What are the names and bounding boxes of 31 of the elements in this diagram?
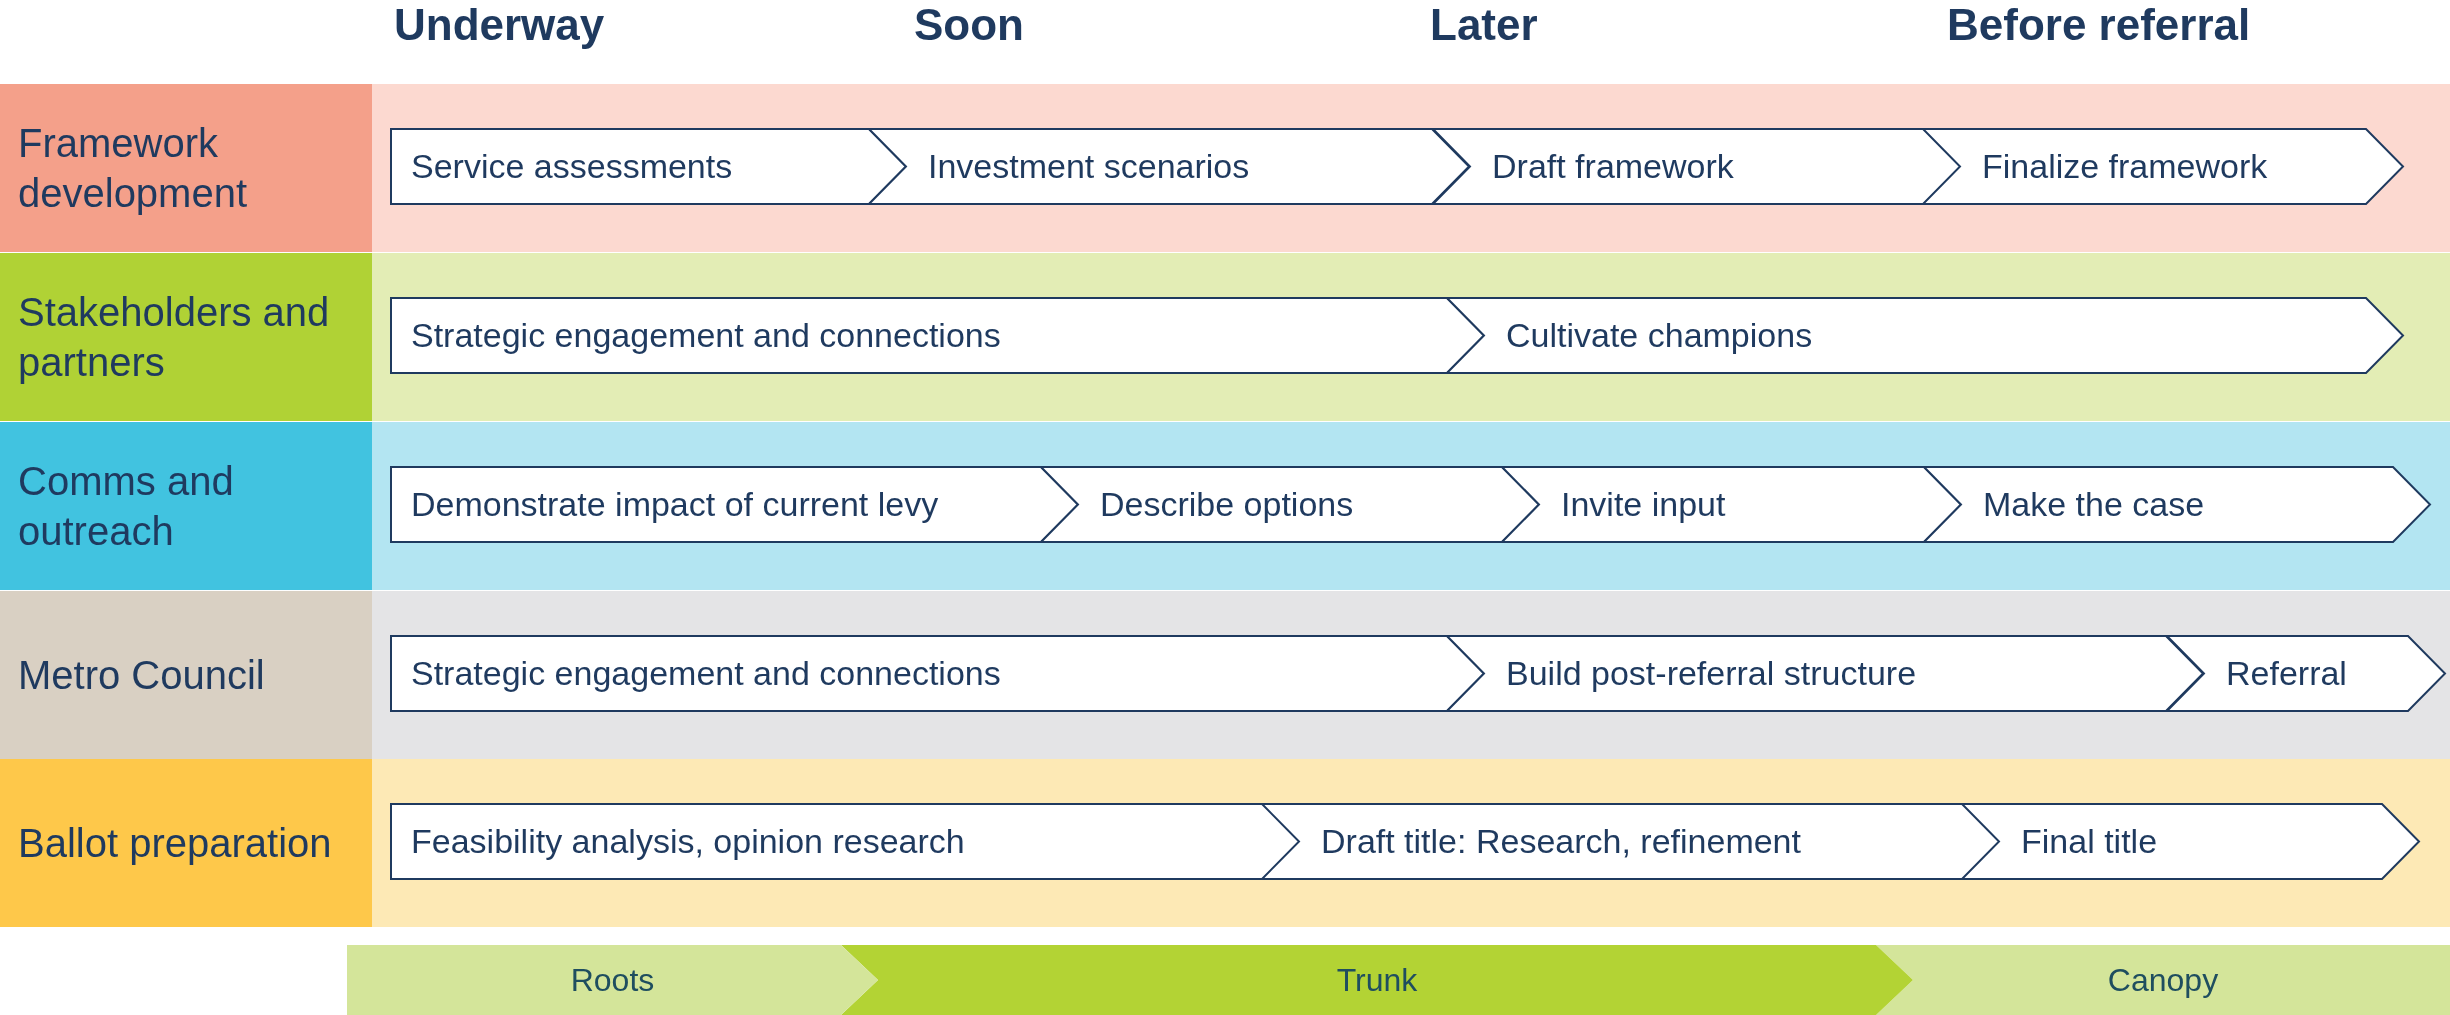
lane-header: Stakeholders and partners: [0, 253, 372, 421]
phase-banner: Roots: [347, 945, 878, 1015]
column-heading: Soon: [914, 0, 1024, 51]
chevron-step: Service assessments: [391, 129, 906, 204]
phase-banner: Canopy: [1876, 945, 2450, 1015]
chevron-step: Finalize framework: [1923, 129, 2403, 204]
chevron-step: Feasibility analysis, opinion research: [391, 804, 1300, 879]
lane-header: Ballot preparation: [0, 759, 372, 927]
chevron-step: Invite input: [1502, 467, 1961, 542]
chevron-step: Final title: [1962, 804, 2419, 879]
lane-header: Metro Council: [0, 591, 372, 759]
swimlane-band: [0, 591, 2450, 759]
column-heading: Before referral: [1947, 0, 2251, 51]
chevron-step: Strategic engagement and connections: [391, 298, 1484, 373]
lane-header: Comms and outreach: [0, 422, 372, 590]
chevron-step: Make the case: [1924, 467, 2430, 542]
chevron-step: Cultivate champions: [1447, 298, 2403, 373]
chevron-step: Draft framework: [1433, 129, 1961, 204]
swimlane-band: [0, 422, 2450, 590]
phase-banner: Trunk: [841, 945, 1913, 1015]
column-heading: Later: [1430, 0, 1538, 51]
chevron-step: Strategic engagement and connections: [391, 636, 1484, 711]
swimlane-band: [0, 759, 2450, 927]
chevron-step: Referral: [2167, 636, 2445, 711]
chevron-step: Investment scenarios: [869, 129, 1469, 204]
swimlane-band: [0, 84, 2450, 252]
column-heading: Underway: [394, 0, 605, 51]
lane-header: Framework development: [0, 84, 372, 252]
swimlane-band: [0, 253, 2450, 421]
chevron-step: Demonstrate impact of current levy: [391, 467, 1078, 542]
chevron-step: Describe options: [1041, 467, 1539, 542]
